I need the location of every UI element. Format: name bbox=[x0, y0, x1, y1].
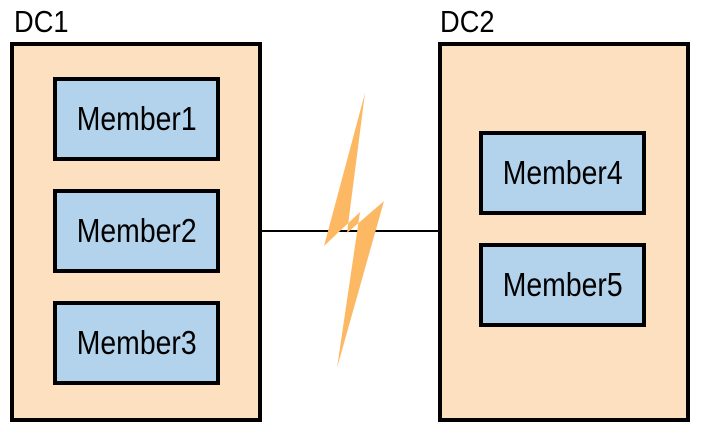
member4-label: Member4 bbox=[502, 154, 623, 191]
member3-node: Member3 bbox=[53, 301, 220, 385]
dc2-label: DC2 bbox=[440, 4, 495, 39]
member5-label: Member5 bbox=[502, 266, 623, 303]
network-link-line bbox=[260, 230, 442, 232]
member2-node: Member2 bbox=[53, 189, 220, 273]
member4-node: Member4 bbox=[479, 131, 646, 215]
dc1-label: DC1 bbox=[14, 4, 69, 39]
member3-label: Member3 bbox=[76, 324, 197, 361]
member2-label: Member2 bbox=[76, 212, 197, 249]
dc2-box bbox=[438, 42, 690, 422]
member1-label: Member1 bbox=[76, 100, 197, 137]
member5-node: Member5 bbox=[479, 243, 646, 327]
member1-node: Member1 bbox=[53, 77, 220, 161]
